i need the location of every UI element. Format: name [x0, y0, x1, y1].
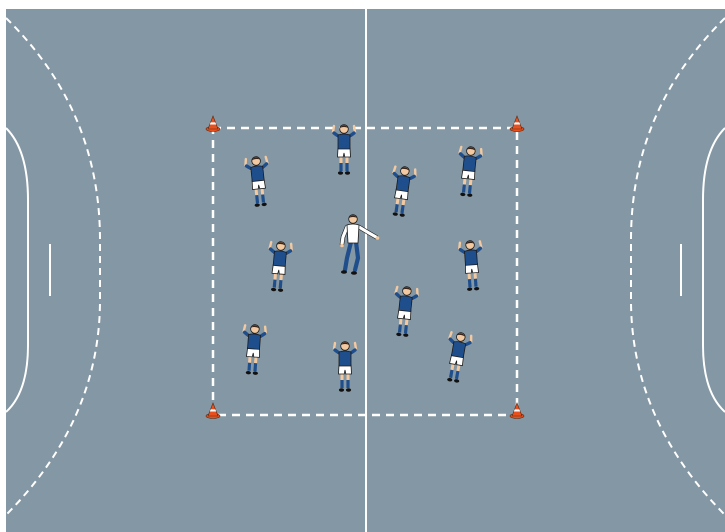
training-drill-diagram [0, 0, 725, 532]
handball-court [0, 0, 725, 532]
